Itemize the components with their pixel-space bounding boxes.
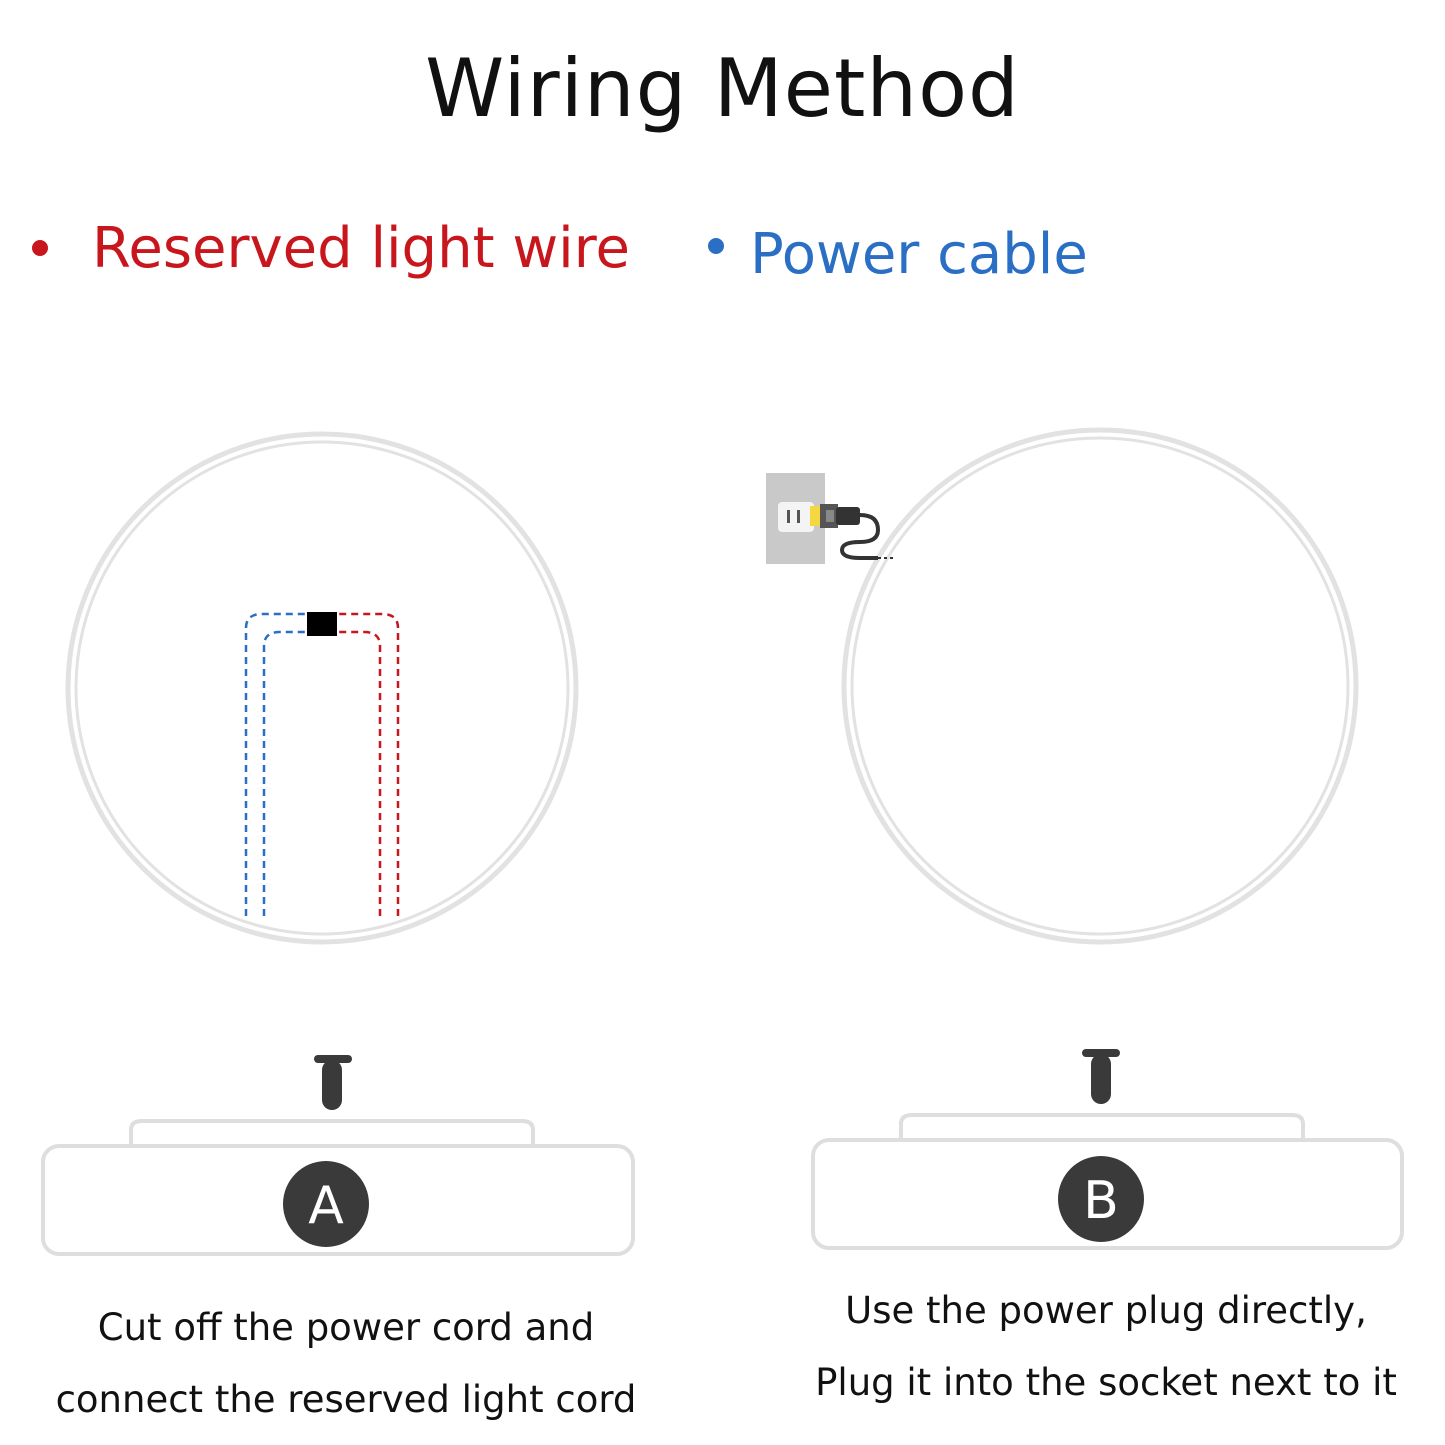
legend-reserved-light-wire: Reserved light wire	[32, 216, 630, 281]
caption-a-line-2: connect the reserved light cord	[55, 1378, 637, 1421]
lamp-a-badge: A	[308, 1176, 344, 1236]
reserved-light-wire-inner	[336, 630, 382, 916]
legend-power-cable: Power cable	[708, 222, 1088, 287]
caption-b: Use the power plug directly, Plug it int…	[800, 1275, 1412, 1419]
reserved-light-wire-outer	[336, 612, 400, 916]
mounting-screw-icon	[1082, 1049, 1120, 1104]
lamp-a-side-view: A	[41, 1055, 635, 1256]
mounting-screw-icon	[314, 1055, 352, 1110]
legend-power-label: Power cable	[750, 222, 1088, 287]
ceiling-circle-left	[65, 431, 579, 945]
caption-a: Cut off the power cord and connect the r…	[40, 1292, 652, 1436]
page-title: Wiring Method	[425, 42, 1020, 135]
junction-box-icon	[307, 612, 337, 636]
wire-paths-left	[244, 612, 400, 916]
power-cable-wire-outer	[244, 612, 308, 916]
ceiling-circle-right	[841, 427, 1359, 945]
blue-bullet-icon	[708, 237, 724, 254]
red-bullet-icon	[32, 239, 48, 256]
lamp-b-side-view: B	[811, 1049, 1404, 1250]
power-plug-icon	[810, 504, 896, 560]
lamp-b-badge: B	[1083, 1171, 1119, 1231]
caption-b-line-1: Use the power plug directly,	[845, 1289, 1367, 1332]
power-cable-wire-inner	[262, 630, 308, 916]
caption-a-line-1: Cut off the power cord and	[97, 1306, 595, 1349]
caption-b-line-2: Plug it into the socket next to it	[815, 1361, 1397, 1404]
legend-reserved-label: Reserved light wire	[92, 216, 630, 281]
